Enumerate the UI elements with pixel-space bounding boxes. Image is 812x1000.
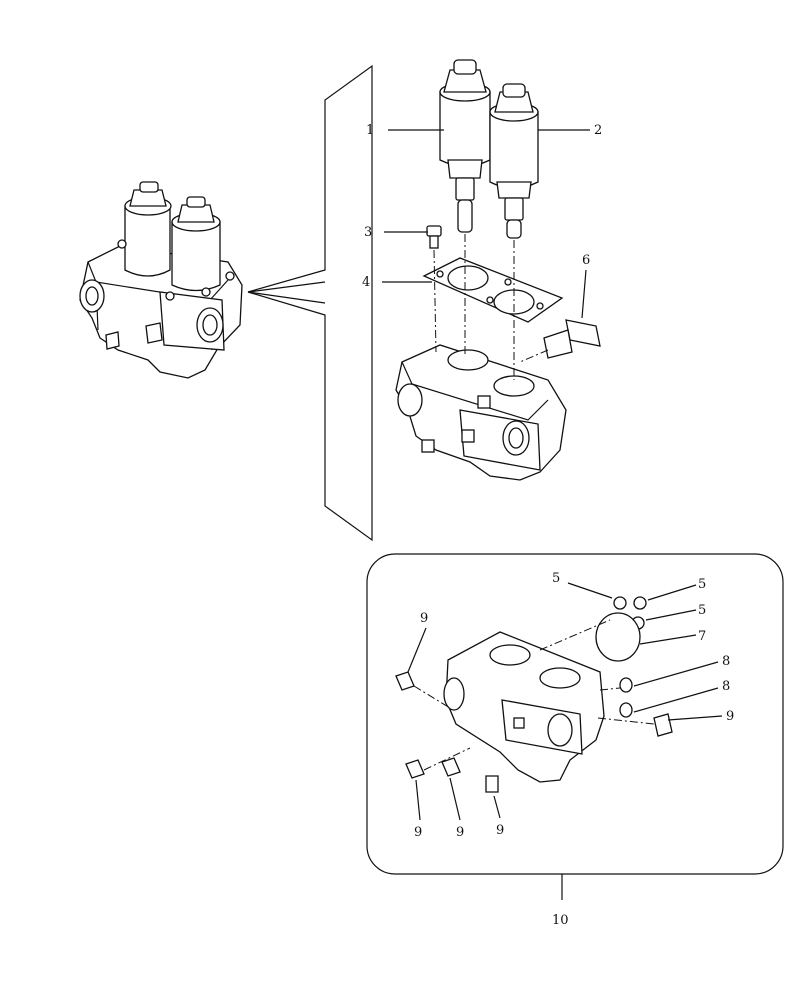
kit-valve-body [443, 631, 605, 783]
callout-5c: 5 [698, 603, 706, 618]
assembled-valve-view [79, 181, 243, 379]
callout-9e: 9 [496, 823, 504, 838]
kit-center-lines [413, 619, 655, 771]
assembly-center-lines [433, 234, 549, 380]
gasket-plate [422, 257, 564, 323]
callout-8a: 8 [722, 654, 730, 669]
callout-5b: 5 [698, 577, 706, 592]
kit-plugs [395, 671, 673, 793]
callout-9d: 9 [456, 825, 464, 840]
leader-lines-bottom [407, 582, 723, 821]
callout-5a: 5 [552, 571, 560, 586]
callout-labels: 1 2 3 4 6 5 5 5 7 8 8 9 9 9 9 9 10 [362, 123, 734, 928]
callout-10: 10 [552, 913, 569, 928]
plug-fitting [543, 319, 601, 359]
cap-screw [426, 225, 442, 249]
callout-6: 6 [582, 253, 590, 268]
callout-8b: 8 [722, 679, 730, 694]
callout-3: 3 [364, 225, 372, 240]
callout-4: 4 [362, 275, 370, 290]
view-bracket [247, 64, 373, 542]
callout-9b: 9 [726, 709, 734, 724]
valve-body-exploded [395, 344, 567, 481]
kit-outline-box [366, 553, 784, 900]
callout-1: 1 [366, 123, 374, 138]
callout-7: 7 [698, 629, 706, 644]
leader-lines-top [382, 129, 590, 319]
callout-9c: 9 [414, 825, 422, 840]
solenoid-cartridge-1 [439, 59, 491, 233]
kit-o-rings [595, 596, 647, 718]
callout-9a: 9 [420, 611, 428, 626]
callout-2: 2 [594, 123, 602, 138]
solenoid-cartridge-2 [489, 83, 539, 239]
